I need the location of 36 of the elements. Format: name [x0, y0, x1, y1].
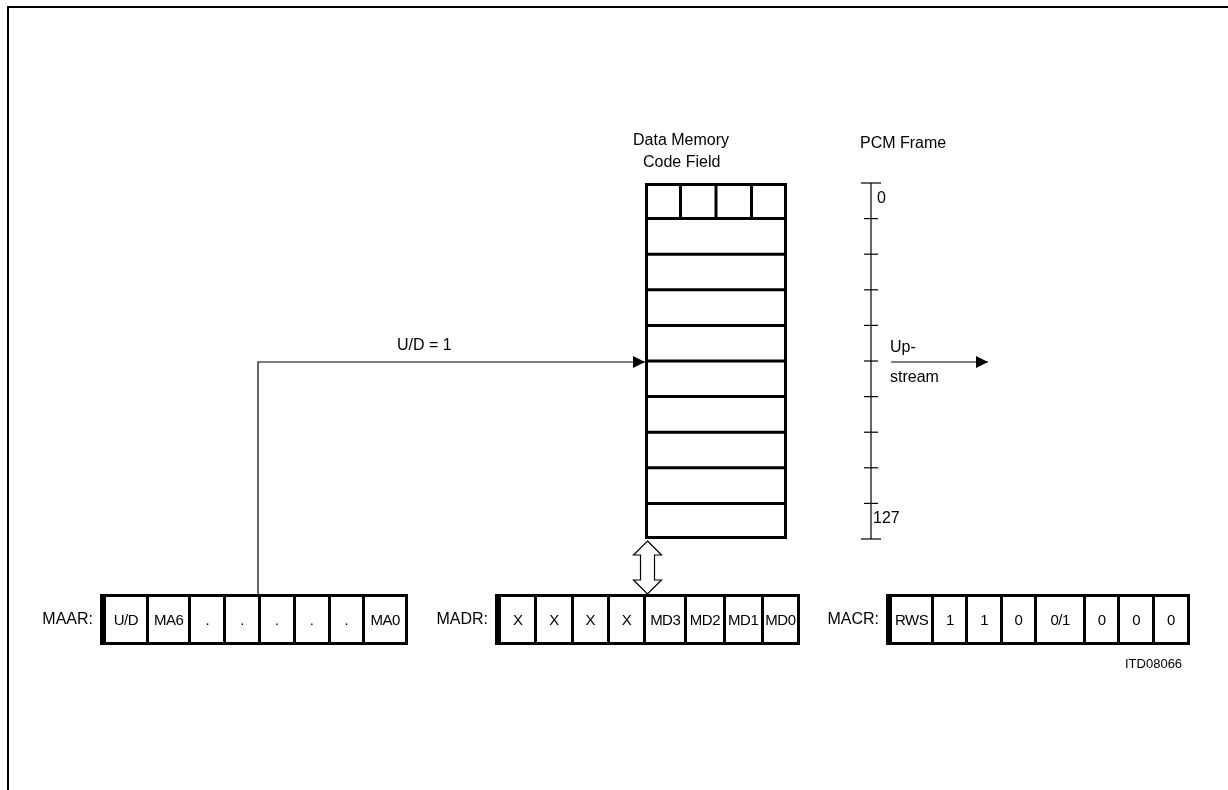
table-heading: Data Memory	[633, 131, 730, 149]
arrow	[257, 356, 646, 595]
register-bit-cell: .	[292, 597, 328, 642]
register-bit-cell: MA0	[362, 597, 405, 642]
scale-value: 0	[877, 189, 886, 207]
table-heading: Code Field	[643, 153, 721, 171]
hollow-double-arrow	[632, 540, 663, 595]
register-name: MADR:	[436, 610, 488, 628]
figure-id: ITD08066	[1125, 656, 1183, 671]
register-bit-cell: MD3	[643, 597, 685, 642]
register-bit-cell: MD0	[760, 597, 798, 642]
scale-title: PCM Frame	[860, 133, 948, 153]
register-bit-cell: 0	[1117, 597, 1152, 642]
register-bit-cell: X	[498, 597, 535, 642]
register-bit-cell: .	[327, 597, 363, 642]
register-name: MACR:	[827, 610, 879, 628]
register-name: MAAR:	[42, 610, 93, 628]
register-bit-cell: MD2	[684, 597, 723, 642]
scale-value: 127	[873, 509, 900, 527]
register-bit-cell: X	[570, 597, 607, 642]
register-bit-cell: MA6	[145, 597, 189, 642]
register-bit-cell: 0	[1151, 597, 1187, 642]
register-bit-cell: 0/1	[1034, 597, 1084, 642]
register-bit-cell: X	[534, 597, 571, 642]
register-bit-cell: MD1	[722, 597, 761, 642]
register-bit-cell: U/D	[103, 597, 146, 642]
direction-label: Up- stream	[890, 337, 938, 387]
register-bit-cell: X	[606, 597, 644, 642]
register-bit-cell: 0	[999, 597, 1035, 642]
register-bit-cell: .	[223, 597, 258, 642]
register-bit-cell: 1	[931, 597, 966, 642]
register-bit-cell: RWS	[889, 597, 932, 642]
register-bit-cell: .	[257, 597, 293, 642]
register-bit-cell: .	[188, 597, 224, 642]
register-bit-cell: 0	[1083, 597, 1118, 642]
register-bit-cell: 1	[965, 597, 1000, 642]
